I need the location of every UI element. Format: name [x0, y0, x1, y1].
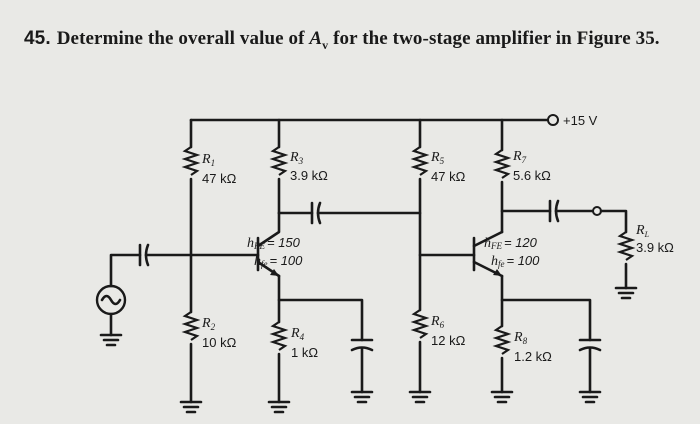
q1-hfe-small-label: hfe= 100: [254, 253, 303, 269]
q1-hfe-label: hFE= 150: [247, 235, 301, 251]
resistor-r2: [179, 253, 203, 414]
problem-number: 45.: [24, 28, 51, 49]
r6-value: 12 kΩ: [431, 333, 466, 348]
r5-name: R5: [430, 150, 445, 166]
r4-name: R4: [290, 326, 305, 342]
problem-text-after: for the two-stage amplifier in Figure 35…: [328, 28, 660, 49]
coupling-capacitor-c2: [277, 201, 422, 225]
q2-hfe-label: hFE= 120: [484, 235, 538, 251]
resistor-r4: [267, 274, 291, 414]
gain-symbol: A: [309, 28, 323, 49]
transistor-q2: [472, 230, 504, 278]
bypass-capacitor-c3: [277, 298, 374, 404]
r3-name: R3: [289, 150, 304, 166]
resistor-r5: [410, 118, 430, 312]
r6-name: R6: [430, 314, 445, 330]
rl-value: 3.9 kΩ: [636, 240, 674, 255]
r1-value: 47 kΩ: [202, 171, 237, 186]
problem-text-before: Determine the overall value of: [56, 28, 310, 49]
input-capacitor-c1: [138, 243, 260, 267]
resistor-r3: [269, 118, 289, 215]
r4-value: 1 kΩ: [291, 345, 318, 360]
resistor-r6: [408, 309, 432, 404]
q2-hfe-small-label: hfe= 100: [491, 253, 540, 269]
resistor-rl: [614, 231, 638, 300]
r1-name: R1: [201, 152, 215, 168]
problem-statement: 45.Determine the overall value of Av for…: [24, 28, 660, 53]
rl-name: RL: [635, 223, 650, 239]
r8-value: 1.2 kΩ: [514, 349, 552, 364]
gain-subscript: v: [322, 37, 329, 52]
r2-value: 10 kΩ: [202, 335, 237, 350]
bypass-capacitor-c5: [500, 298, 602, 404]
resistor-r7: [492, 118, 512, 234]
r8-name: R8: [513, 330, 528, 346]
output-capacitor-c4: [500, 199, 628, 234]
resistor-r1: [181, 118, 201, 257]
r5-value: 47 kΩ: [431, 169, 466, 184]
r7-value: 5.6 kΩ: [513, 168, 551, 183]
resistor-r8: [490, 274, 514, 404]
r7-name: R7: [512, 149, 527, 165]
input-source: [95, 253, 142, 347]
supply-label: +15 V: [563, 113, 598, 128]
supply-rail: [189, 114, 559, 126]
r3-value: 3.9 kΩ: [290, 168, 328, 183]
r2-name: R2: [201, 316, 216, 332]
